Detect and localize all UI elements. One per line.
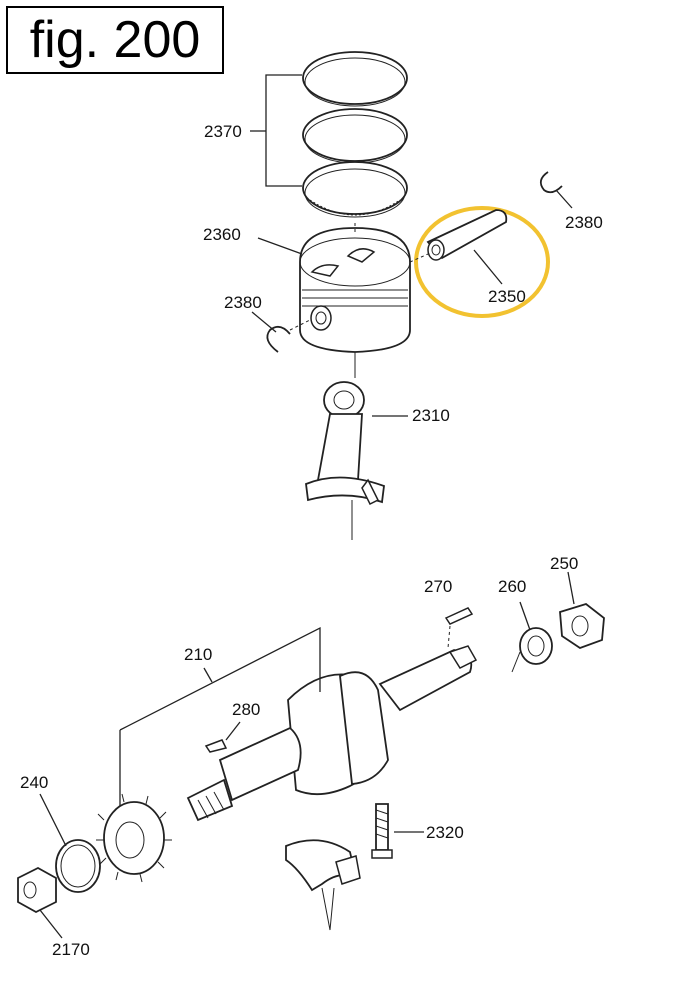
label-2380-left: 2380 [224,293,262,312]
label-260: 260 [498,577,526,596]
rod-bolt[interactable] [371,803,393,859]
label-250: 250 [550,554,578,573]
highlight-circle [414,206,550,318]
label-2370: 2370 [204,122,242,141]
figure-title: fig. 200 [6,6,224,74]
woodruff-key[interactable] [444,607,474,625]
rod-cap[interactable] [285,839,361,931]
label-280: 280 [232,700,260,719]
washer[interactable] [519,627,553,665]
label-2350: 2350 [488,287,526,306]
piston-rings[interactable] [302,51,408,218]
label-2360: 2360 [203,225,241,244]
connecting-rod[interactable] [305,381,385,540]
label-2380-right: 2380 [565,213,603,232]
label-240: 240 [20,773,48,792]
piston[interactable] [299,222,411,378]
crankshaft[interactable] [186,645,478,822]
key-280[interactable] [204,739,228,753]
hex-nut-left[interactable] [17,866,57,914]
circlip-right[interactable] [539,171,563,194]
circlip-left[interactable] [266,325,291,353]
crank-gear[interactable] [96,793,172,883]
snap-ring[interactable] [55,839,101,893]
label-270: 270 [424,577,452,596]
label-2170: 2170 [52,940,90,959]
label-2320: 2320 [426,823,464,842]
piston-pin[interactable] [409,209,508,263]
label-210: 210 [184,645,212,664]
ring-bracket [265,74,302,187]
hex-nut-right[interactable] [559,603,605,650]
label-2310: 2310 [412,406,450,425]
